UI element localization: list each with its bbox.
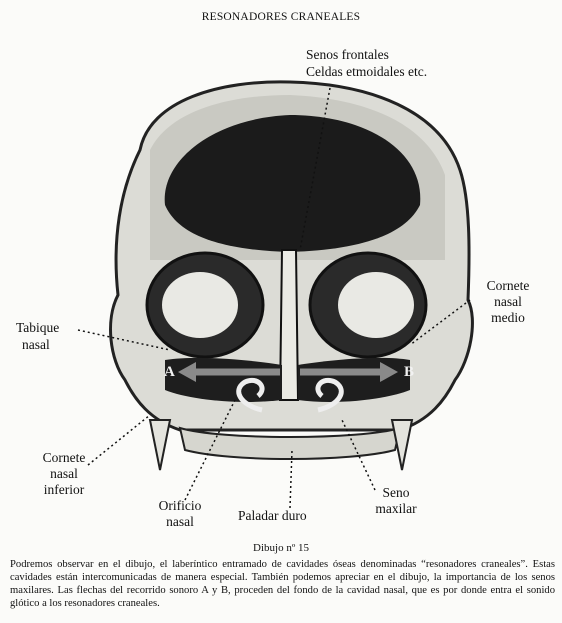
label-celdas-etmoidales: Celdas etmoidales etc.: [306, 64, 427, 80]
body-paragraph: Podremos observar en el dibujo, el laber…: [10, 559, 555, 611]
label-seno-2: maxilar: [366, 501, 426, 517]
label-orificio-1: Orificio: [150, 498, 210, 514]
label-cornete-medio-2: nasal: [478, 294, 538, 310]
label-seno-1: Seno: [366, 485, 426, 501]
leader-cornete-inf: [88, 415, 150, 465]
hard-palate: [180, 428, 400, 459]
label-cornete-medio-1: Cornete: [478, 278, 538, 294]
label-cornete-inf-1: Cornete: [34, 450, 94, 466]
left-tooth: [150, 420, 170, 470]
label-tabique-2: nasal: [22, 337, 50, 353]
label-senos-frontales: Senos frontales: [306, 47, 389, 63]
left-orbit-inner: [162, 272, 238, 338]
label-tabique-1: Tabique: [16, 320, 59, 336]
label-orificio-2: nasal: [150, 514, 210, 530]
marker-a: A: [164, 364, 175, 381]
figure-caption: Dibujo nº 15: [0, 542, 562, 554]
marker-b: B: [404, 364, 414, 381]
label-cornete-inf-3: inferior: [34, 482, 94, 498]
nasal-septum: [280, 250, 298, 400]
right-orbit-inner: [338, 272, 414, 338]
label-cornete-medio-3: medio: [478, 310, 538, 326]
label-cornete-inf-2: nasal: [34, 466, 94, 482]
label-paladar: Paladar duro: [238, 508, 307, 524]
